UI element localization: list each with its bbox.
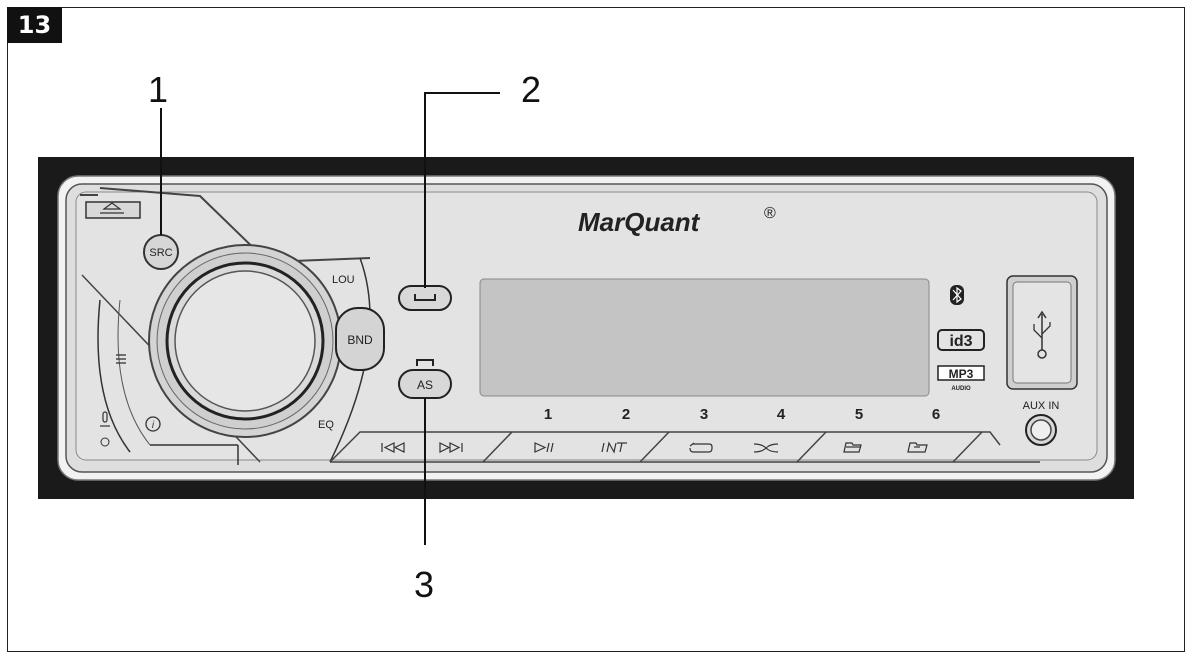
- id3-logo: id3: [937, 329, 985, 351]
- preset-number-4: 4: [777, 406, 786, 423]
- shuffle-button[interactable]: [753, 443, 779, 453]
- skip-back-button[interactable]: [381, 442, 405, 453]
- eject-button[interactable]: [85, 201, 141, 219]
- bnd-label: BND: [347, 333, 373, 347]
- callout-1: 1: [148, 69, 169, 110]
- preset-number-6: 6: [932, 406, 940, 423]
- lcd-display: [479, 278, 930, 397]
- aux-in-label: AUX IN: [1023, 400, 1060, 412]
- microphone-icon: [100, 411, 110, 447]
- mp3-logo: MP3 AUDIO: [937, 365, 985, 392]
- info-icon: i: [145, 416, 161, 432]
- callout-2: 2: [521, 69, 542, 110]
- eject-icon: [100, 202, 124, 214]
- call-accept-icon: [416, 359, 434, 366]
- bnd-button[interactable]: BND: [335, 307, 385, 371]
- preset-number-3: 3: [700, 406, 708, 423]
- svg-text:MP3: MP3: [949, 367, 974, 381]
- skip-back-icon: [381, 442, 405, 453]
- shuffle-icon: [753, 443, 779, 453]
- lou-label: LOU: [332, 274, 355, 286]
- src-button[interactable]: SRC: [143, 234, 179, 270]
- menu-icon: [116, 354, 126, 364]
- folder-up-button[interactable]: [907, 442, 928, 453]
- src-label: SRC: [149, 247, 172, 259]
- repeat-button[interactable]: [689, 442, 713, 453]
- bluetooth-icon: [950, 285, 964, 305]
- skip-forward-icon: [439, 442, 463, 453]
- preset-number-row: 1 2 3 4 5 6: [544, 406, 940, 423]
- preset-number-5: 5: [855, 406, 863, 423]
- play-pause-button[interactable]: [534, 442, 554, 453]
- call-end-icon: [414, 294, 436, 301]
- svg-text:i: i: [152, 420, 155, 431]
- play-pause-icon: [534, 442, 554, 453]
- folder-down-icon: [843, 442, 862, 453]
- aux-in-jack[interactable]: [1025, 414, 1057, 446]
- callout-3: 3: [414, 564, 435, 605]
- preset-number-1: 1: [544, 406, 552, 423]
- preset-number-2: 2: [622, 406, 630, 423]
- usb-icon: [1033, 310, 1051, 359]
- as-button[interactable]: AS: [398, 369, 452, 399]
- intro-icon: [601, 441, 627, 454]
- callout-2-leader: [424, 92, 500, 288]
- trademark-symbol: ®: [764, 205, 776, 222]
- intro-button[interactable]: [601, 441, 627, 454]
- svg-text:id3: id3: [949, 333, 972, 350]
- volume-knob[interactable]: [148, 244, 342, 438]
- as-label: AS: [417, 378, 433, 392]
- figure-frame: [7, 7, 1185, 652]
- folder-up-icon: [907, 442, 928, 453]
- brand-logo: MarQuant: [578, 207, 701, 237]
- figure-number: 13: [7, 7, 62, 43]
- folder-down-button[interactable]: [843, 442, 862, 453]
- skip-forward-button[interactable]: [439, 442, 463, 453]
- repeat-icon: [689, 442, 713, 453]
- usb-port[interactable]: [1006, 275, 1078, 390]
- call-end-button[interactable]: [398, 285, 452, 311]
- svg-text:AUDIO: AUDIO: [951, 386, 971, 392]
- eq-label: EQ: [318, 419, 334, 431]
